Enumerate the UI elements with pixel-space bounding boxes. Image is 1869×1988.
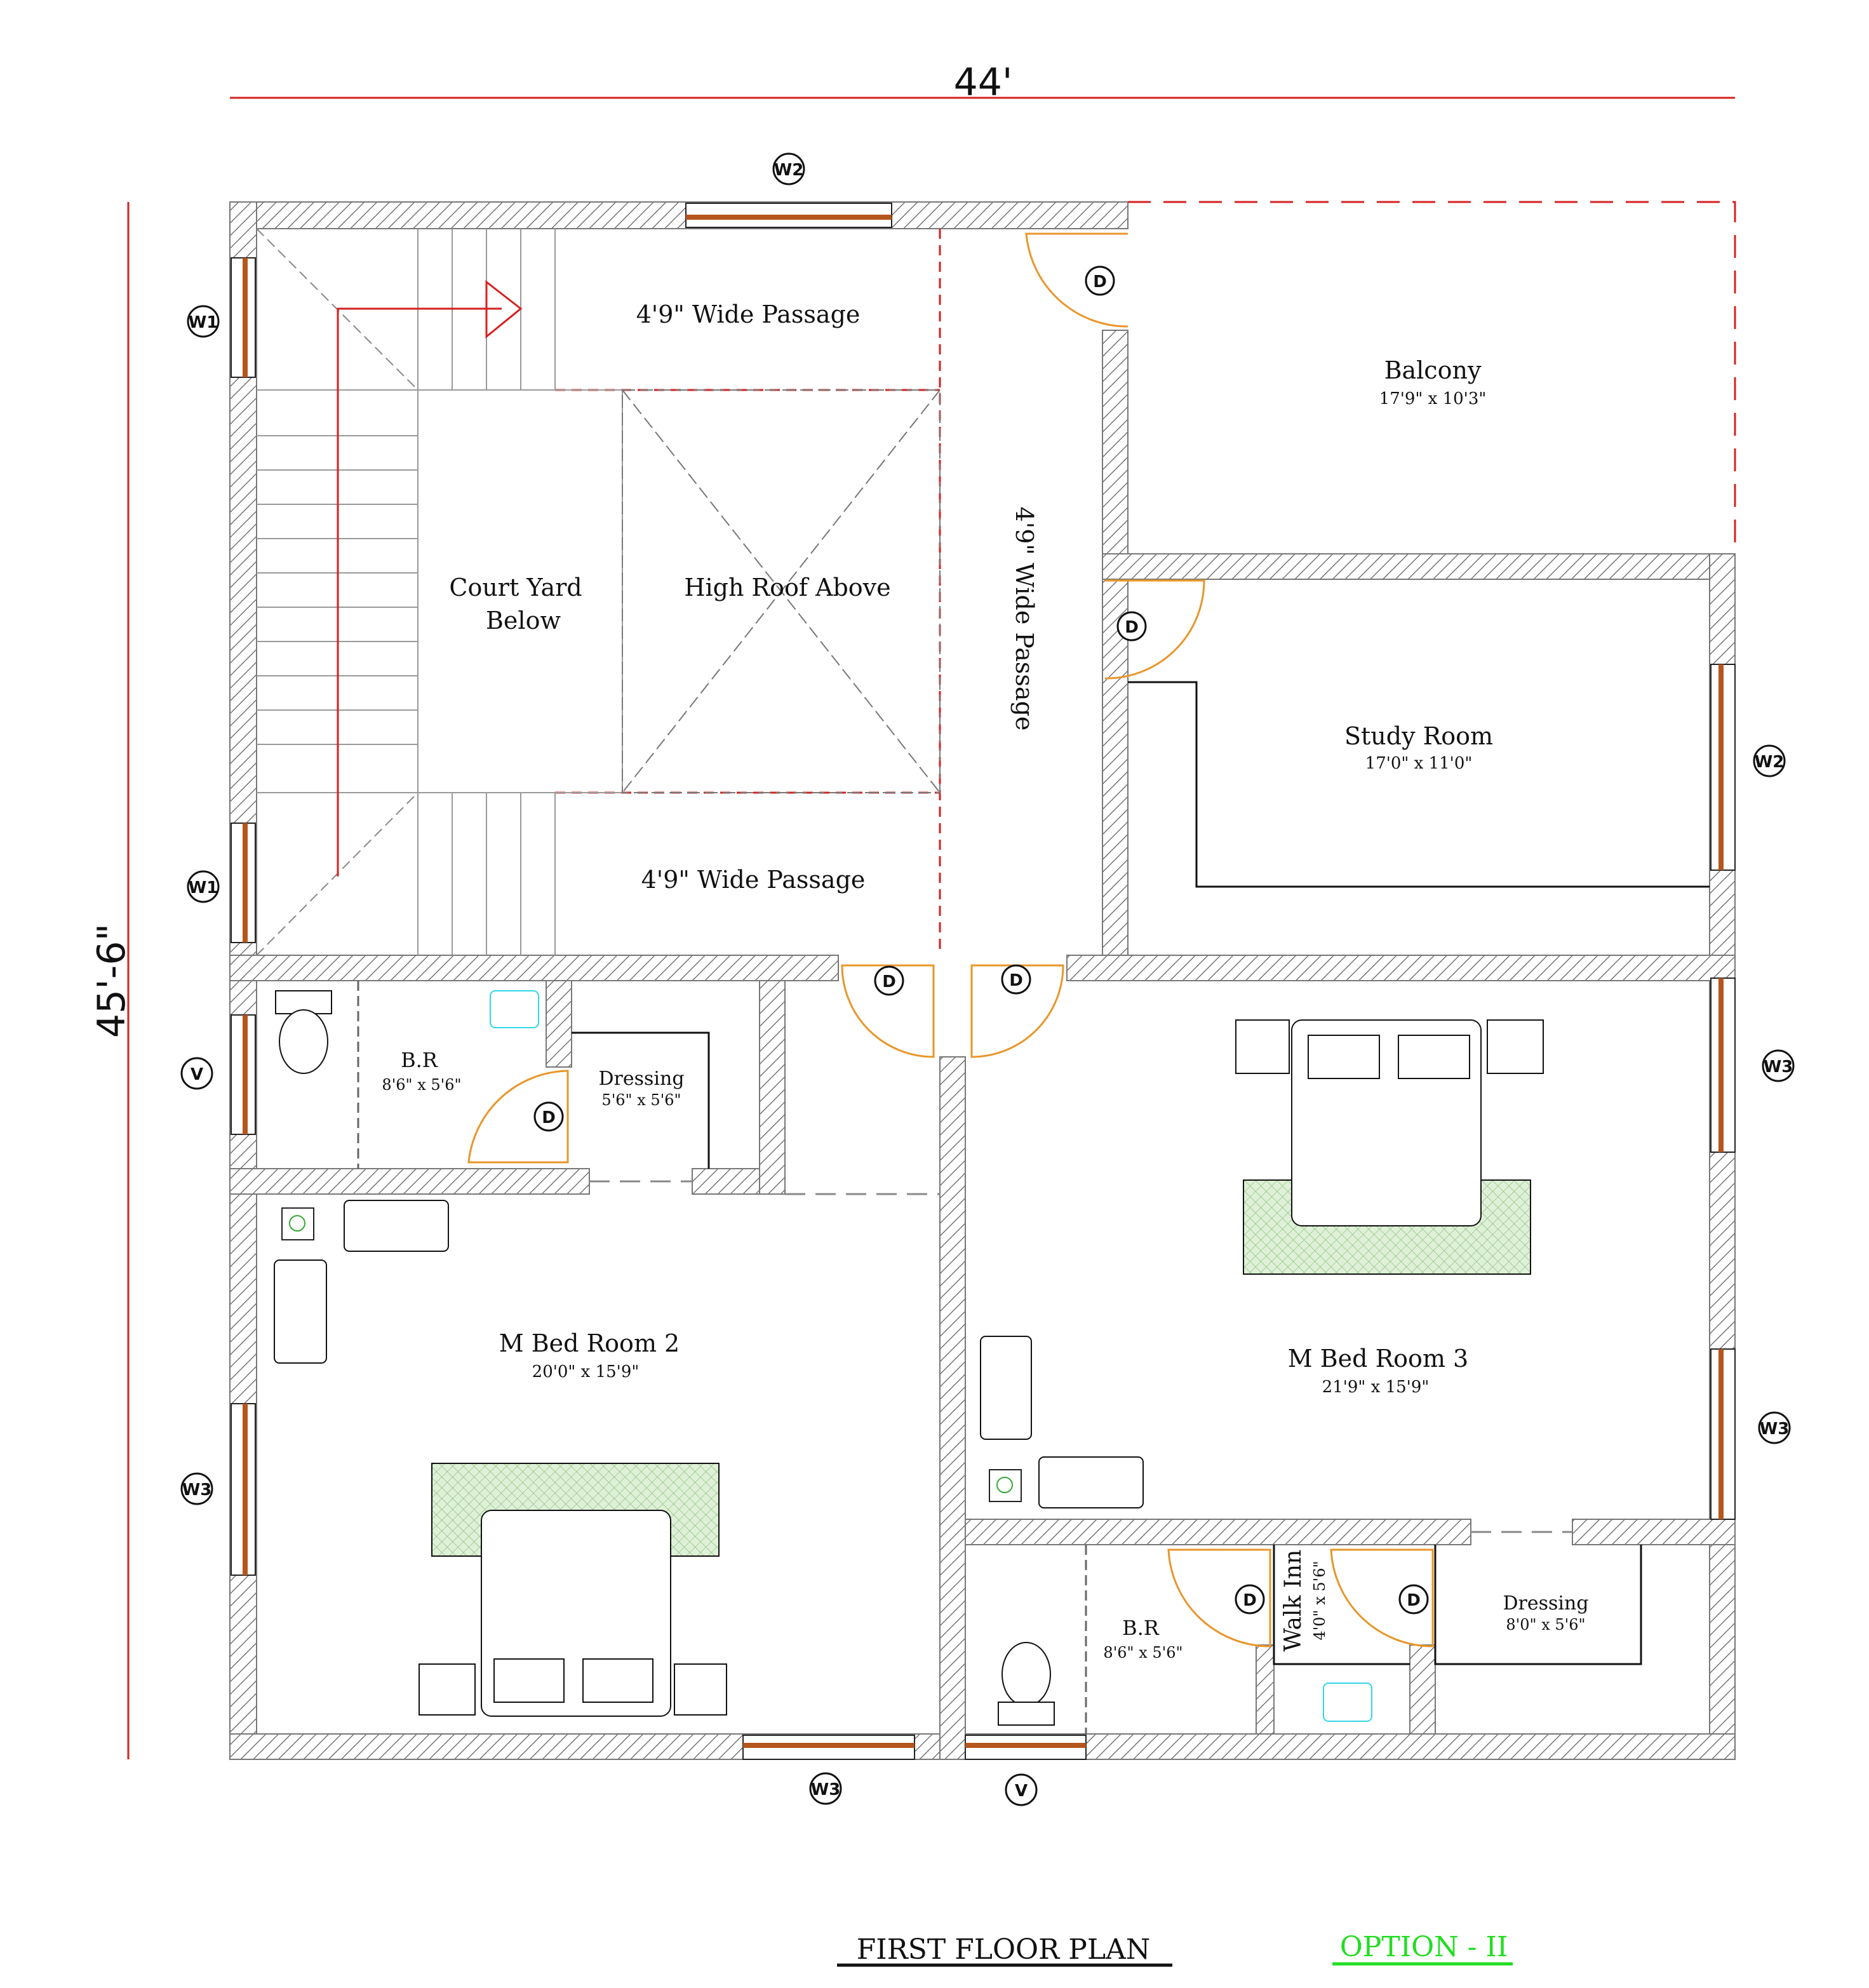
svg-text:Dressing: Dressing xyxy=(1503,1592,1588,1615)
svg-text:20'0" x 15'9": 20'0" x 15'9" xyxy=(532,1362,640,1381)
svg-text:W3: W3 xyxy=(1764,1058,1793,1077)
svg-text:High Roof Above: High Roof Above xyxy=(684,574,890,601)
svg-text:W3: W3 xyxy=(1760,1420,1790,1439)
svg-text:4'9" Wide Passage: 4'9" Wide Passage xyxy=(636,300,861,328)
svg-text:M Bed Room 2: M Bed Room 2 xyxy=(499,1329,680,1357)
high-roof-outline xyxy=(622,389,941,793)
svg-text:V: V xyxy=(191,1065,203,1084)
door-tags: D D D D D D D xyxy=(533,265,1429,1615)
svg-text:D: D xyxy=(882,972,896,991)
window-tags: W2 W1 W1 V W3 W2 W3 W3 W3 V xyxy=(180,152,1795,1806)
svg-text:4'9" Wide Passage: 4'9" Wide Passage xyxy=(1010,507,1038,731)
room-labels: 4'9" Wide Passage 4'9" Wide Passage 4'9"… xyxy=(382,300,1588,1662)
svg-text:Balcony: Balcony xyxy=(1384,356,1482,384)
plan-title: FIRST FLOOR PLAN xyxy=(837,1933,1172,1967)
svg-text:Court Yard: Court Yard xyxy=(449,574,582,601)
walls xyxy=(229,201,1736,1760)
svg-text:Dressing: Dressing xyxy=(598,1068,684,1090)
svg-text:W2: W2 xyxy=(774,161,804,180)
svg-text:D: D xyxy=(542,1108,556,1127)
svg-text:Below: Below xyxy=(486,607,561,635)
svg-text:M Bed Room 3: M Bed Room 3 xyxy=(1288,1345,1468,1373)
svg-text:D: D xyxy=(1125,618,1139,637)
svg-text:45'-6": 45'-6" xyxy=(90,923,134,1038)
svg-text:W3: W3 xyxy=(182,1481,212,1500)
svg-text:B.R: B.R xyxy=(1122,1616,1160,1640)
svg-text:Study Room: Study Room xyxy=(1344,722,1493,750)
svg-text:17'0" x 11'0": 17'0" x 11'0" xyxy=(1365,754,1473,773)
svg-text:FIRST FLOOR PLAN: FIRST FLOOR PLAN xyxy=(857,1933,1151,1966)
svg-text:V: V xyxy=(1015,1782,1028,1801)
svg-text:21'9" x 15'9": 21'9" x 15'9" xyxy=(1322,1378,1430,1397)
svg-text:8'0" x 5'6": 8'0" x 5'6" xyxy=(1506,1616,1585,1634)
svg-text:D: D xyxy=(1093,272,1107,292)
svg-text:W2: W2 xyxy=(1755,753,1785,772)
svg-text:D: D xyxy=(1243,1591,1257,1610)
height-dimension: 45'-6" xyxy=(90,202,134,1759)
svg-text:8'6" x 5'6": 8'6" x 5'6" xyxy=(1103,1644,1182,1662)
svg-text:17'9" x 10'3": 17'9" x 10'3" xyxy=(1379,389,1487,408)
option-label: OPTION - II xyxy=(1332,1931,1513,1966)
svg-text:D: D xyxy=(1009,971,1023,990)
doors xyxy=(467,232,1434,1648)
svg-text:4'9" Wide Passage: 4'9" Wide Passage xyxy=(641,866,866,894)
svg-text:W1: W1 xyxy=(189,313,218,332)
svg-text:D: D xyxy=(1407,1591,1421,1610)
svg-text:4'0" x 5'6": 4'0" x 5'6" xyxy=(1311,1561,1329,1640)
svg-text:W3: W3 xyxy=(811,1780,841,1799)
partitions xyxy=(357,681,1710,1734)
furniture xyxy=(274,990,1544,1726)
staircase xyxy=(256,228,623,956)
svg-text:Walk Inn: Walk Inn xyxy=(1280,1550,1306,1652)
svg-text:8'6" x 5'6": 8'6" x 5'6" xyxy=(382,1076,461,1094)
windows xyxy=(231,203,1736,1760)
balcony-outline xyxy=(1128,201,1736,554)
svg-text:OPTION - II: OPTION - II xyxy=(1340,1931,1508,1963)
svg-text:5'6" x 5'6": 5'6" x 5'6" xyxy=(601,1091,681,1109)
svg-text:B.R: B.R xyxy=(401,1048,438,1072)
svg-text:W1: W1 xyxy=(189,878,218,897)
svg-text:44': 44' xyxy=(954,60,1013,105)
width-dimension: 44' xyxy=(230,60,1735,105)
